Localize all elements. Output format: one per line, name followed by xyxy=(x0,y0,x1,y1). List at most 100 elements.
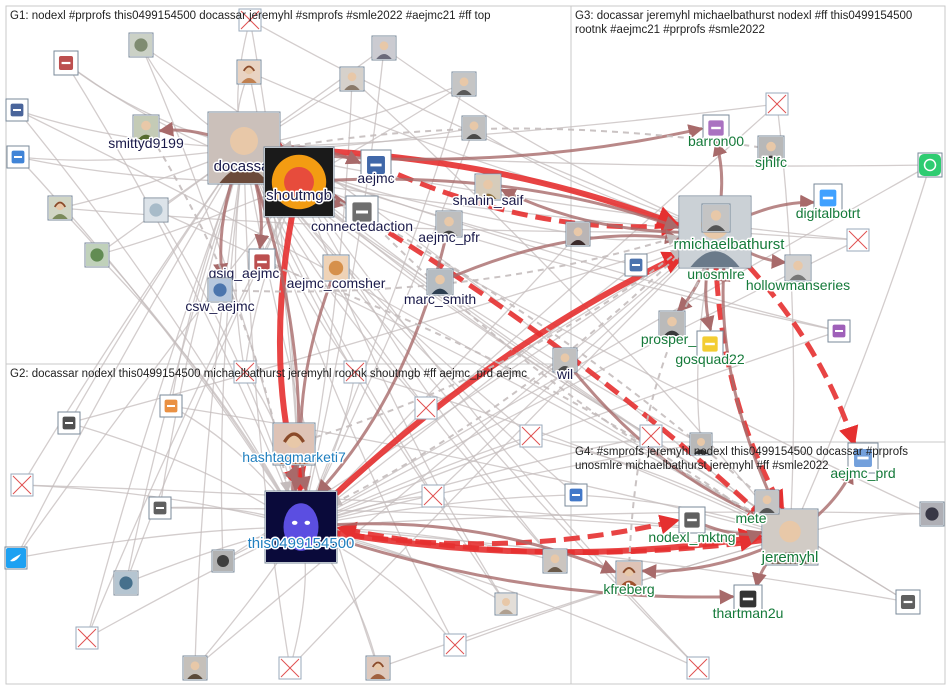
edge-background xyxy=(300,511,933,531)
missing-image-icon xyxy=(519,424,543,448)
node-this0499154500[interactable]: this0499154500 xyxy=(246,490,356,564)
minor-node-flower-photo xyxy=(143,197,169,223)
edge-background xyxy=(170,405,791,539)
node-aejmc_pfr[interactable]: aejmc_pfr xyxy=(417,210,482,247)
node-mete[interactable]: mete xyxy=(734,489,780,528)
node-shoutmgb[interactable]: shoutmgb xyxy=(263,146,335,218)
edge-background xyxy=(300,127,475,528)
node-image-logo-photo xyxy=(207,277,233,303)
minor-node-arrow-logo xyxy=(6,145,30,169)
group-title-g4: G4: #smprofs jeremyhl nodexl this0499154… xyxy=(575,446,908,458)
node-wil[interactable]: wil xyxy=(552,347,578,384)
node-hashtagmarketi7[interactable]: hashtagmarketi7 xyxy=(241,422,347,467)
missing-image-icon xyxy=(765,92,789,116)
node-label-aejmc_comsher: aejmc_comsher xyxy=(287,275,386,291)
node-image-aejmc-logo xyxy=(360,149,392,181)
node-image-portrait-woman-photo xyxy=(615,560,643,588)
edge-background xyxy=(194,147,247,669)
node-image-portrait-photo xyxy=(784,254,812,282)
node-label-docassar: docassar xyxy=(214,158,275,175)
edge-sjhlfc-to-docassar xyxy=(279,127,772,153)
edge-background xyxy=(243,103,778,152)
edge-jeremyhl-to-this0499154500 xyxy=(336,521,791,555)
node-shahin_saif[interactable]: shahin_saif xyxy=(451,173,525,210)
node-marc_smith[interactable]: marc_smith xyxy=(402,268,478,309)
minor-node-portrait-woman-photo xyxy=(365,655,391,681)
node-label-this0499154500: this0499154500 xyxy=(248,535,355,552)
node-label-hashtagmarketi7: hashtagmarketi7 xyxy=(242,449,346,465)
node-barron00[interactable]: barron00 xyxy=(686,114,746,151)
minor-node-twitter-icon xyxy=(4,546,28,570)
node-label-jeremyhl: jeremyhl xyxy=(761,549,819,566)
edge-docassar-to-jeremyhl xyxy=(242,145,769,523)
node-hollowmanseries[interactable]: hollowmanseries xyxy=(744,254,852,295)
node-image-portrait-photo xyxy=(426,268,454,296)
missing-image-nodes xyxy=(10,8,870,680)
edge-this0499154500-to-thartman2u xyxy=(300,525,735,605)
group-box-g4 xyxy=(570,441,946,685)
node-jeremyhl[interactable]: jeremyhl xyxy=(759,508,820,568)
minor-node-jpr-logo xyxy=(564,483,588,507)
group-titles: G1: nodexl #prprofs this0499154500 docas… xyxy=(10,10,912,472)
minor-node-xl-logo xyxy=(159,394,183,418)
edge-background xyxy=(289,231,716,669)
minor-node-portrait-photo xyxy=(494,592,518,616)
node-label-mete: mete xyxy=(735,510,766,526)
labeled-nodes: docassar shoutmgb smittyd9199 aejmc connecte… xyxy=(107,111,897,623)
minor-node-portrait-photo xyxy=(689,432,713,456)
minor-node-moon-photo xyxy=(211,549,235,573)
node-digitalbotrt[interactable]: digitalbotrt xyxy=(794,183,862,223)
minor-node-icd-logo xyxy=(5,98,29,122)
node-prosper_k[interactable]: prosper_k xyxy=(639,310,706,349)
node-image-portrait-photo xyxy=(701,203,731,233)
minor-nodes xyxy=(4,32,945,681)
node-label-kfreberg: kfreberg xyxy=(603,581,654,597)
node-gsig_aejmc[interactable]: gsig_aejmc xyxy=(207,248,281,283)
node-nodexl_mktng[interactable]: nodexl_mktng xyxy=(647,506,737,547)
node-label-shoutmgb: shoutmgb xyxy=(266,187,332,204)
node-aejmc[interactable]: aejmc xyxy=(356,149,396,188)
node-csw_aejmc[interactable]: csw_aejmc xyxy=(184,277,256,316)
node-image-red-poster-photo xyxy=(263,146,335,218)
node-thartman2u[interactable]: thartman2u xyxy=(711,584,785,623)
node-label-prosper_k: prosper_k xyxy=(641,331,704,347)
node-label-aejmc_prd: aejmc_prd xyxy=(830,465,895,481)
node-label-sjhlfc: sjhlfc xyxy=(755,154,787,170)
node-smittyd9199[interactable]: smittyd9199 xyxy=(107,114,185,153)
node-image-portrait-photo xyxy=(754,489,780,515)
edge-background xyxy=(300,83,465,528)
minor-node-nodexl-logo xyxy=(895,589,921,615)
node-label-gosquad22: gosquad22 xyxy=(675,351,745,367)
edge-aejmc-to-rmichaelbathurst xyxy=(374,162,681,237)
edge-this0499154500-to-kfreberg xyxy=(300,522,617,574)
group-title-g3: G3: docassar jeremyhl michaelbathurst no… xyxy=(575,10,912,22)
edge-background xyxy=(300,435,652,529)
edge-background xyxy=(243,147,699,669)
node-image-quill-logo xyxy=(345,195,379,229)
edge-background xyxy=(377,535,791,669)
edge-background xyxy=(354,371,791,538)
group-boxes xyxy=(5,5,946,685)
missing-image-icon xyxy=(343,360,367,384)
edge-csw_aejmc-to-rmichaelbathurst xyxy=(219,233,680,293)
node-aejmc_comsher[interactable]: aejmc_comsher xyxy=(285,254,387,293)
minor-node-cultural-logo xyxy=(53,50,79,76)
node-unosmlre[interactable]: unosmlre xyxy=(686,203,746,284)
edge-background xyxy=(298,47,385,528)
node-kfreberg[interactable]: kfreberg xyxy=(602,560,656,599)
node-connectedaction[interactable]: connectedaction xyxy=(310,195,414,236)
node-image-prd-logo xyxy=(847,442,879,474)
node-image-blue-face-photo xyxy=(264,490,338,564)
edge-background xyxy=(300,523,909,603)
edge-background xyxy=(351,78,791,538)
node-aejmc_prd[interactable]: aejmc_prd xyxy=(829,442,897,483)
node-image-portrait-photo xyxy=(552,347,578,373)
node-label-aejmc_pfr: aejmc_pfr xyxy=(418,229,480,245)
node-sjhlfc[interactable]: sjhlfc xyxy=(754,135,788,172)
edge-background xyxy=(159,147,246,509)
node-image-portrait-photo xyxy=(757,135,785,163)
node-gosquad22[interactable]: gosquad22 xyxy=(674,330,746,369)
edge-background xyxy=(300,330,840,529)
missing-image-icon xyxy=(238,8,262,32)
